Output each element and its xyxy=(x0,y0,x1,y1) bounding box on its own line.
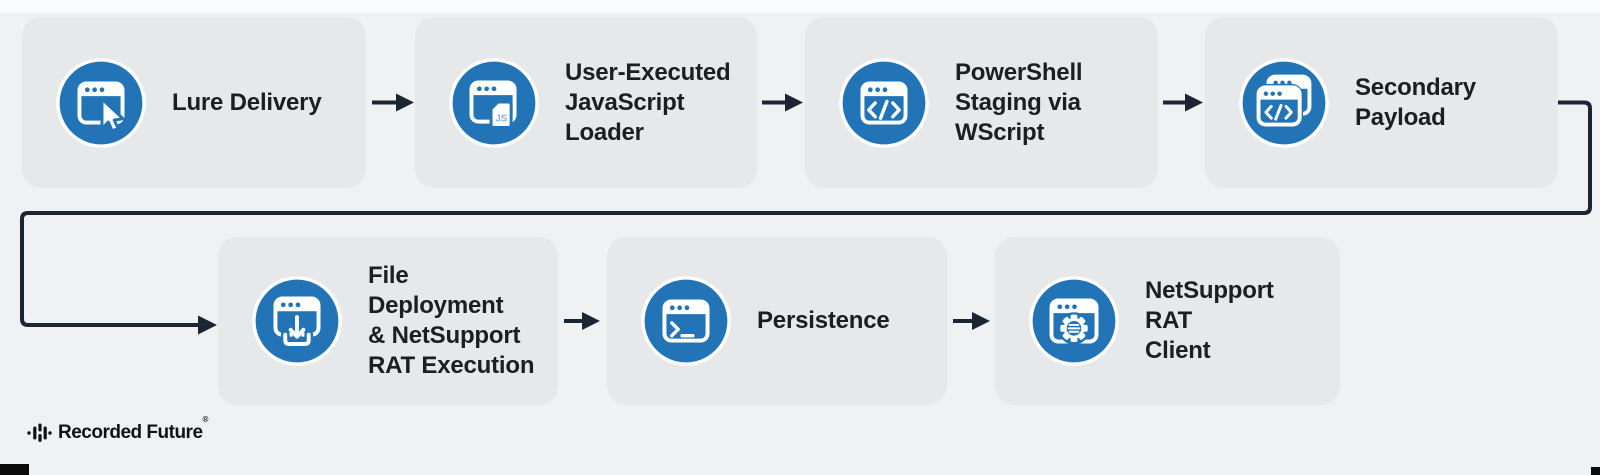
registered-trademark: ® xyxy=(202,415,209,424)
bottom-right-corner-mark xyxy=(1591,467,1600,475)
brand-name: Recorded Future® xyxy=(58,415,208,443)
stacked-windows-code-icon xyxy=(1239,57,1329,148)
stage-powershell-staging: PowerShell Staging via WScript xyxy=(805,17,1158,188)
stage-label: User-Executed JavaScript Loader xyxy=(565,58,731,146)
wrap-arrow-head xyxy=(198,315,217,335)
stage-label: Secondary Payload xyxy=(1355,73,1476,131)
stage-secondary-payload: Secondary Payload xyxy=(1205,17,1558,188)
browser-download-icon xyxy=(252,276,342,366)
stage-label: Persistence xyxy=(757,307,890,334)
arrow-head-1 xyxy=(396,93,414,112)
recorded-future-logo: Recorded Future® xyxy=(27,415,208,445)
stage-netsupport-rat-client: NetSupport RAT Client xyxy=(995,237,1340,405)
arrow-head-5 xyxy=(972,312,990,330)
browser-code-icon xyxy=(839,57,929,148)
svg-text:JS: JS xyxy=(495,113,507,124)
bottom-left-corner-mark xyxy=(0,464,29,475)
browser-js-file-icon: JS xyxy=(449,57,539,148)
recorded-future-mark-icon xyxy=(27,423,52,442)
terminal-prompt-icon xyxy=(641,276,731,366)
stage-lure-delivery: Lure Delivery xyxy=(22,17,366,188)
arrow-head-4 xyxy=(582,312,600,330)
arrow-head-3 xyxy=(1185,93,1203,112)
window-gear-icon xyxy=(1029,276,1119,366)
stage-persistence: Persistence xyxy=(607,237,947,405)
stage-file-deployment: File Deployment & NetSupport RAT Executi… xyxy=(218,237,558,405)
stage-user-executed-js-loader: JS User-Executed JavaScript Loader xyxy=(415,17,757,188)
stage-label: PowerShell Staging via WScript xyxy=(955,58,1083,146)
arrow-head-2 xyxy=(785,93,803,112)
stage-label: Lure Delivery xyxy=(172,88,322,116)
browser-cursor-icon xyxy=(56,57,146,148)
stage-label: File Deployment & NetSupport RAT Executi… xyxy=(368,262,535,379)
top-band xyxy=(0,0,1600,13)
stage-label: NetSupport RAT Client xyxy=(1145,277,1274,364)
